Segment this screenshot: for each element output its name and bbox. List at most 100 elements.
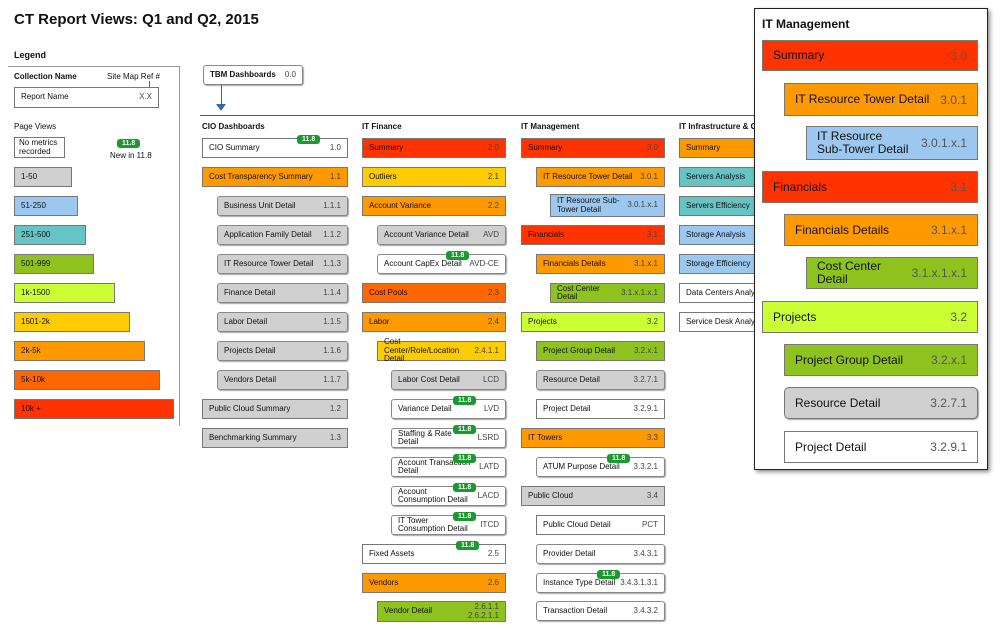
item-label: Resource Detail bbox=[795, 395, 881, 410]
item-label: Finance Detail bbox=[224, 287, 276, 297]
item-label: Fixed Assets bbox=[369, 548, 415, 558]
new-badge: 11.8 bbox=[446, 251, 470, 260]
col-header-cio: CIO Dashboards bbox=[202, 122, 265, 131]
infra-item-6[interactable]: Service Desk Analy bbox=[679, 312, 769, 332]
item-label: TBM Dashboards bbox=[210, 69, 276, 79]
item-label: IT Towers bbox=[528, 432, 563, 442]
new-badge: 11.8 bbox=[297, 135, 321, 144]
item-label: Account CapEx Detail bbox=[384, 258, 462, 268]
item-label: 1.1.5 bbox=[323, 316, 341, 326]
panel-item-6[interactable]: Projects 3.2 bbox=[762, 301, 978, 333]
legend-range-6: 1501-2k bbox=[14, 312, 130, 332]
item-label: 2.6.1.1 2.6.2.1.1 bbox=[467, 602, 499, 620]
item-label: 2.5 bbox=[487, 548, 499, 558]
item-label: Projects bbox=[773, 309, 817, 324]
legend-title: Legend bbox=[14, 50, 47, 60]
item-label: Account Transaction Detail bbox=[398, 457, 471, 475]
item-label: 3.4.3.1 bbox=[633, 548, 658, 558]
item-label: IT Resource Tower Detail bbox=[795, 92, 930, 107]
item-label: Labor Detail bbox=[224, 316, 268, 326]
item-label: 3.2 bbox=[950, 310, 967, 324]
item-label: Summary bbox=[773, 48, 825, 63]
item-label: Instance Type Detail bbox=[543, 577, 616, 587]
legend-ref-code: X.X bbox=[139, 92, 152, 102]
item-label: IT Tower Consumption Detail bbox=[398, 515, 468, 533]
item-label: 0.0 bbox=[284, 69, 296, 79]
legend-page-views: Page Views bbox=[14, 122, 57, 131]
finance-item-14[interactable]: Fixed Assets 2.5 bbox=[362, 544, 506, 564]
item-label: Cost Pools bbox=[369, 287, 408, 297]
infra-item-1[interactable]: Servers Analysis bbox=[679, 167, 769, 187]
item-label: Public Cloud Summary bbox=[209, 403, 291, 413]
item-label: 3.2.x.1 bbox=[633, 345, 658, 355]
item-label: Benchmarking Summary bbox=[209, 432, 297, 442]
legend-report-name: Report Name bbox=[21, 92, 69, 102]
item-label: 251-500 bbox=[21, 229, 51, 239]
item-label: Project Group Detail bbox=[543, 345, 616, 355]
item-label: 3.2.7.1 bbox=[930, 396, 967, 410]
item-label: Resource Detail bbox=[543, 374, 600, 384]
panel-item-8[interactable]: Resource Detail 3.2.7.1 bbox=[784, 387, 978, 419]
cio-item-6[interactable]: Labor Detail 1.1.5 bbox=[217, 312, 348, 332]
item-label: Service Desk Analy bbox=[686, 316, 755, 326]
mgmt-item-7[interactable]: Project Group Detail 3.2.x.1 bbox=[536, 341, 665, 361]
item-label: Projects bbox=[528, 316, 557, 326]
item-label: Project Detail bbox=[795, 439, 867, 454]
legend-range-7: 2k-5k bbox=[14, 341, 145, 361]
new-badge: 11.8 bbox=[456, 541, 480, 550]
infra-item-3[interactable]: Storage Analysis bbox=[679, 225, 769, 245]
item-label: Labor bbox=[369, 316, 390, 326]
item-label: Cost Center/Role/Location Detail bbox=[384, 337, 460, 364]
tbm-dashboards-box[interactable]: TBM Dashboards 0.0 bbox=[203, 65, 303, 85]
